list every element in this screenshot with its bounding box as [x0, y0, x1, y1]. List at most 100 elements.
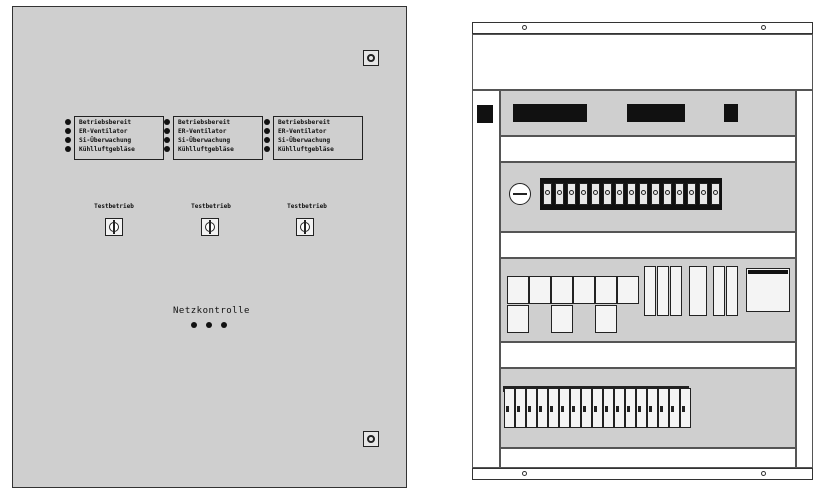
terminal-block — [627, 104, 685, 122]
interface-relay — [548, 388, 559, 428]
fuse-terminal — [591, 183, 600, 205]
mains-indicator-icon — [221, 322, 227, 328]
cabinet-door — [12, 6, 407, 488]
terminal-block — [724, 104, 738, 122]
door-lock-bottom-icon[interactable] — [363, 431, 379, 447]
interface-relay — [636, 388, 647, 428]
netz-label: Netzkontrolle — [173, 306, 250, 316]
main-switch-icon[interactable] — [509, 183, 531, 205]
fuse-terminal — [555, 183, 564, 205]
fuse-terminal — [663, 183, 672, 205]
horizontal-duct — [500, 136, 796, 162]
indicator-led-icon — [164, 146, 170, 152]
indicator-led-icon — [264, 119, 270, 125]
interface-relay — [669, 388, 680, 428]
fuse-terminal — [687, 183, 696, 205]
interface-relay — [680, 388, 691, 428]
contactor — [595, 276, 617, 304]
horizontal-duct — [500, 232, 796, 258]
fuse-terminal — [627, 183, 636, 205]
interface-relay — [614, 388, 625, 428]
overload-relay — [551, 305, 573, 333]
lamp-label: Kühlluftgebläse — [178, 146, 234, 153]
lamp-label: Si-Überwachung — [79, 137, 132, 144]
indicator-led-icon — [264, 146, 270, 152]
indicator-led-icon — [65, 119, 71, 125]
circuit-breaker — [657, 266, 669, 316]
indicator-led-icon — [65, 146, 71, 152]
contactor — [551, 276, 573, 304]
lamp-panel-3: Betriebsbereit ER-Ventilator Si-Überwach… — [273, 116, 363, 160]
contactor — [617, 276, 639, 304]
mount-hole-icon — [761, 25, 766, 30]
lamp-label: Kühlluftgebläse — [79, 146, 135, 153]
key-switch-icon[interactable] — [105, 218, 123, 236]
overload-relay — [595, 305, 617, 333]
interface-relay — [537, 388, 548, 428]
fuse-terminal — [567, 183, 576, 205]
circuit-breaker — [713, 266, 725, 316]
indicator-led-icon — [65, 128, 71, 134]
key-switch-icon[interactable] — [296, 218, 314, 236]
interface-relay — [647, 388, 658, 428]
test-switch-label: Testbetrieb — [287, 203, 327, 210]
door-lock-top-icon[interactable] — [363, 50, 379, 66]
top-flange — [472, 22, 813, 34]
lamp-label: Betriebsbereit — [79, 119, 132, 126]
left-cable-duct — [472, 90, 500, 468]
interface-relay — [592, 388, 603, 428]
fuse-terminal — [711, 183, 720, 205]
overload-relay — [507, 305, 529, 333]
mount-hole-icon — [522, 25, 527, 30]
lamp-label: Si-Überwachung — [278, 137, 331, 144]
interface-relay — [658, 388, 669, 428]
lamp-panel-2: Betriebsbereit ER-Ventilator Si-Überwach… — [173, 116, 263, 160]
circuit-breaker — [726, 266, 738, 316]
lamp-panel-1: Betriebsbereit ER-Ventilator Si-Überwach… — [74, 116, 164, 160]
mains-indicator-icon — [206, 322, 212, 328]
fuse-terminal — [639, 183, 648, 205]
interface-relay — [515, 388, 526, 428]
indicator-led-icon — [164, 128, 170, 134]
indicator-led-icon — [65, 137, 71, 143]
terminal-block — [513, 104, 587, 122]
interface-relay — [504, 388, 515, 428]
fuse-terminal — [615, 183, 624, 205]
interface-relay — [526, 388, 537, 428]
indicator-led-icon — [264, 128, 270, 134]
top-cable-duct — [472, 34, 813, 90]
lamp-label: Betriebsbereit — [278, 119, 331, 126]
lamp-label: ER-Ventilator — [178, 128, 227, 135]
contactor — [529, 276, 551, 304]
interface-relay — [570, 388, 581, 428]
test-switch-label: Testbetrieb — [94, 203, 134, 210]
indicator-led-icon — [164, 119, 170, 125]
indicator-led-icon — [264, 137, 270, 143]
lamp-label: Si-Überwachung — [178, 137, 231, 144]
indicator-led-icon — [164, 137, 170, 143]
lamp-label: Betriebsbereit — [178, 119, 231, 126]
circuit-breaker — [670, 266, 682, 316]
fuse-terminal — [651, 183, 660, 205]
mount-hole-icon — [522, 471, 527, 476]
lamp-label: ER-Ventilator — [79, 128, 128, 135]
right-cable-duct — [796, 90, 813, 468]
lamp-label: Kühlluftgebläse — [278, 146, 334, 153]
fuse-terminal — [579, 183, 588, 205]
key-switch-icon[interactable] — [201, 218, 219, 236]
mount-hole-icon — [761, 471, 766, 476]
interface-relay — [625, 388, 636, 428]
bottom-flange — [472, 468, 813, 480]
fuse-terminal — [603, 183, 612, 205]
contactor — [573, 276, 595, 304]
fuse-terminal — [675, 183, 684, 205]
interface-relay — [603, 388, 614, 428]
test-switch-label: Testbetrieb — [191, 203, 231, 210]
horizontal-duct — [500, 342, 796, 368]
power-supply — [746, 268, 790, 312]
power-supply-vent — [748, 270, 788, 274]
interface-relay — [559, 388, 570, 428]
horizontal-duct — [500, 448, 796, 468]
fuse-terminal — [699, 183, 708, 205]
interface-relay — [581, 388, 592, 428]
